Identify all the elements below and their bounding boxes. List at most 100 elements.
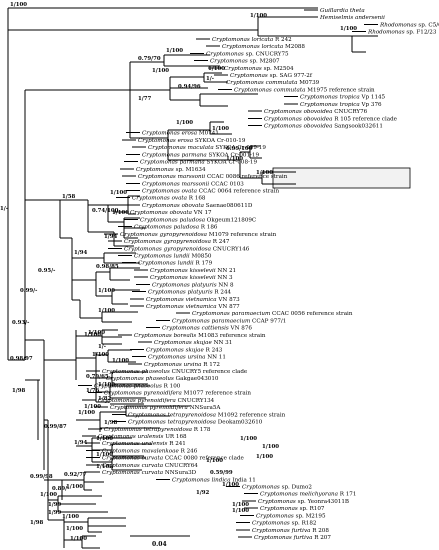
leaf-label: Cryptomonas uralensis R 241 [102, 441, 186, 447]
leaf-label: Cryptomonas gyropyrenoidosa R 247 [124, 239, 230, 245]
support-value: 0.95/- [38, 268, 55, 274]
leaf-label: Cryptomonas tetrapyrenoidosa R 178 [104, 427, 211, 433]
leaf-label: Cryptomonas sp. R182 [252, 521, 317, 527]
leaf-label: Cryptomonas sp. CNUCRY75 [206, 51, 289, 57]
support-value: 0.94/96 [178, 84, 201, 90]
leaf-label: Cryptomonas paramaecium CCAP 977/1 [172, 318, 286, 324]
leaf-label: Cryptomonas gyropyrenoidosa CNUCRY146 [124, 246, 250, 252]
support-value: 1/100 [110, 190, 127, 196]
leaf-label: Cryptomonas sp. SAG 977-2f [230, 73, 313, 79]
leaf-label: Cryptomonas melichyorana R 171 [260, 492, 356, 498]
support-value: 1/94 [74, 440, 87, 446]
leaf-label: Cryptomonas platyuris R 244 [148, 290, 232, 296]
support-value: 1/100 [88, 330, 105, 336]
highlight-box-tropica [272, 167, 411, 189]
leaf-label: Cryptomonas phaseolus Gakgae043010 [106, 376, 219, 382]
leaf-label: Cryptomonas borealis M1083 reference str… [134, 333, 266, 339]
support-value: 0.79/65 [86, 374, 109, 380]
leaf-label: Cryptomonas skujae NN 31 [154, 340, 232, 346]
support-value: 1/77 [138, 96, 151, 102]
leaf-label: Cryptomonas parmana SYKOA Cr-008-19 [140, 160, 257, 166]
support-value: 1/100 [112, 358, 129, 364]
support-value: 1/92 [196, 490, 209, 496]
leaf-label: Cryptomonas pyrenoidifera M1077 referenc… [104, 391, 251, 397]
support-value: 0.98/85 [96, 264, 119, 270]
leaf-label: Cryptomonas furtiva R 208 [252, 528, 329, 534]
support-value: 1/100 [40, 492, 57, 498]
support-value: 1/100 [250, 13, 267, 19]
leaf-label: Cryptomonas kisselevii NN 3 [150, 275, 233, 281]
support-value: 0.89/- [52, 486, 69, 492]
support-value: 1/58 [62, 194, 75, 200]
leaf-label: Cryptomonas sp. Dumo2 [242, 485, 312, 491]
leaf-label: Cryptomonas obovoidea CNUCRY76 [264, 109, 368, 115]
leaf-label: Cryptomonas curvata CNUCRY64 [102, 463, 198, 469]
support-value: 1/100 [112, 210, 129, 216]
leaf-label: Cryptomonas marssonii CCAC 0103 [142, 181, 244, 187]
support-value: 1/- [98, 344, 106, 350]
support-value: 1/100 [66, 526, 83, 532]
leaf-label: Cryptomonas commutata M1975 reference st… [234, 87, 375, 93]
support-value: 1/100 [96, 452, 113, 458]
support-value: 1/82 [98, 396, 111, 402]
tree-branches [7, 7, 378, 549]
leaf-label: Cryptomonas maculata SYKOA Cr-009-19 [148, 145, 266, 151]
support-value: 1/100 [10, 2, 27, 8]
support-value: 1/100 [84, 404, 101, 410]
leaf-label: Cryptomonas paludosa R 186 [134, 225, 218, 231]
support-value: 1/100 [256, 454, 273, 460]
leaf-label: Cryptomonas loricata M2088 [222, 44, 305, 50]
support-value: 1/94 [104, 234, 117, 240]
leaf-label: Cryptomonas vietnamica VN 873 [146, 297, 240, 303]
support-value: 1/98 [12, 388, 25, 394]
support-value: 1/76 [86, 388, 99, 394]
support-value: 1/100 [232, 508, 249, 514]
support-value: 1/100 [78, 410, 95, 416]
support-value: 0.99/100 [226, 146, 253, 152]
support-value: 1/100 [256, 170, 273, 176]
leaf-label: Cryptomonas lundii R 179 [138, 261, 213, 267]
support-value: 1/94 [74, 250, 87, 256]
leaf-label: Cryptomonas mavalenkoae R 246 [102, 448, 198, 454]
leaf-label: Cryptomonas kisselevii NN 21 [150, 268, 236, 274]
leaf-label: Cryptomonas erosa M0741 [142, 131, 219, 137]
support-value: 1/98 [104, 420, 117, 426]
leaf-label: Guillardia theta [320, 8, 365, 14]
support-value: 1/100 [98, 308, 115, 314]
leaf-label: Cryptomonas curvata NNSura3D [102, 470, 197, 476]
leaf-label: Cryptomonas furtiva R 207 [254, 535, 331, 541]
leaf-label: Cryptomonas loricata R 242 [212, 37, 292, 43]
leaf-label: Cryptomonas sp. M2195 [256, 513, 326, 519]
support-value: 0.79/70 [138, 56, 161, 62]
leaf-label: Cryptomonas obovata VN 17 [130, 210, 212, 216]
leaf-label: Cryptomonas ovata CCAC 0064 reference st… [142, 189, 280, 195]
support-value: 0.99/98 [30, 474, 53, 480]
leaf-label: Cryptomonas obovoidea Sangsook032611 [264, 124, 383, 130]
leaf-label: Cryptomonas cattiensis VN 876 [162, 326, 252, 332]
leaf-label: Cryptomonas sp. M1634 [136, 167, 206, 173]
leaf-label: Cryptomonas sp. M2504 [224, 66, 294, 72]
leaf-label: Cryptomonas sp. Yeonra43011B [258, 499, 349, 505]
leaf-label: Cryptomonas tropica Vp 376 [300, 102, 382, 108]
support-value: 1/100 [66, 484, 83, 490]
support-value: 0.99/87 [44, 424, 67, 430]
leaf-label: Cryptomonas ursina R 172 [144, 362, 220, 368]
scale-bar-label: 0.04 [152, 541, 167, 548]
leaf-label: Cryptomonas vietnamica VN 877 [146, 304, 240, 310]
support-value: 1/100 [62, 514, 79, 520]
leaf-label: Cryptomonas ursina NN 11 [148, 355, 226, 361]
leaf-label: Cryptomonas pyrenoidifera CNUCRY134 [98, 398, 215, 404]
support-value: 1/100 [222, 482, 239, 488]
leaf-label: Cryptomonas platyuris NN 8 [152, 282, 234, 288]
leaf-label: Cryptomonas uralensis UR 168 [98, 434, 187, 440]
leaf-label: Cryptomonas pyrenoidifera NNSura5A [110, 405, 221, 411]
leaf-label: Cryptomonas phaseolus R 100 [94, 383, 181, 389]
support-value: 1/100 [340, 26, 357, 32]
leaf-label: Cryptomonas sp. M2807 [210, 59, 280, 65]
support-value: 1/100 [176, 120, 193, 126]
support-value: 1/100 [98, 288, 115, 294]
support-value: 1/100 [84, 332, 101, 338]
support-labels: 1/1001/1001/1001/1001/1001/-0.94/961/100… [0, 2, 357, 542]
